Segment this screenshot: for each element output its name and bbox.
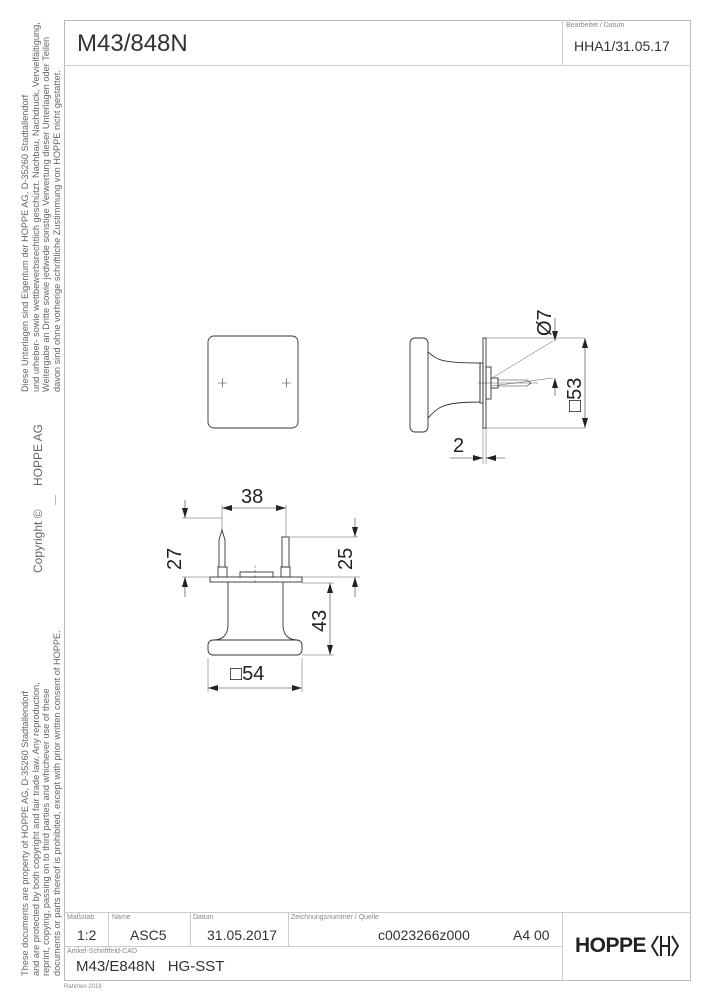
name-value: ASC5 <box>130 927 167 943</box>
dim-label-27: 27 <box>164 548 186 570</box>
divider <box>288 912 289 946</box>
dim-label-54: □54 <box>230 663 264 685</box>
sheet-frame <box>64 20 691 981</box>
name-label: Name <box>112 914 131 921</box>
divider <box>55 495 56 505</box>
divider <box>64 946 562 947</box>
dim-label-38: 38 <box>241 486 263 508</box>
divider <box>108 912 109 946</box>
drawing-number-label: Zeichnungsnummer / Quelle <box>291 914 379 921</box>
hoppe-logo: HOPPE <box>575 934 680 958</box>
divider <box>64 912 691 913</box>
front-view-rose <box>207 335 299 429</box>
edited-label: Bearbeitet / Datum <box>566 22 625 29</box>
drawing-number-value: c0023266z000 <box>378 927 470 943</box>
format-value: A4 00 <box>513 927 550 943</box>
divider <box>190 912 191 946</box>
dim-label-25: 25 <box>335 548 357 570</box>
date-label: Datum <box>193 914 214 921</box>
divider <box>562 912 563 981</box>
divider <box>64 65 691 66</box>
date-value: 31.05.2017 <box>207 927 278 943</box>
hoppe-emblem-icon <box>650 935 680 957</box>
scale-value: 1:2 <box>77 927 97 943</box>
scale-label: Maßstab <box>67 914 95 921</box>
dim-label-2: 2 <box>453 435 464 457</box>
logo-text: HOPPE <box>575 934 647 957</box>
dim-label-7: Ø7 <box>534 309 556 336</box>
frame-note: Rahmen 2016 <box>64 984 102 990</box>
edited-value: HHA1/31.05.17 <box>574 38 670 54</box>
dim-label-53: □53 <box>564 378 586 412</box>
dim-label-43: 43 <box>309 610 331 632</box>
article-label: Artikel-Schriftfeld-CAD <box>67 948 138 955</box>
side-view-knob <box>409 337 585 464</box>
divider <box>562 20 563 65</box>
article-value: M43/E848N HG-SST <box>76 958 225 975</box>
bottom-view-knob <box>182 505 360 692</box>
drawing-title: M43/848N <box>77 30 188 57</box>
